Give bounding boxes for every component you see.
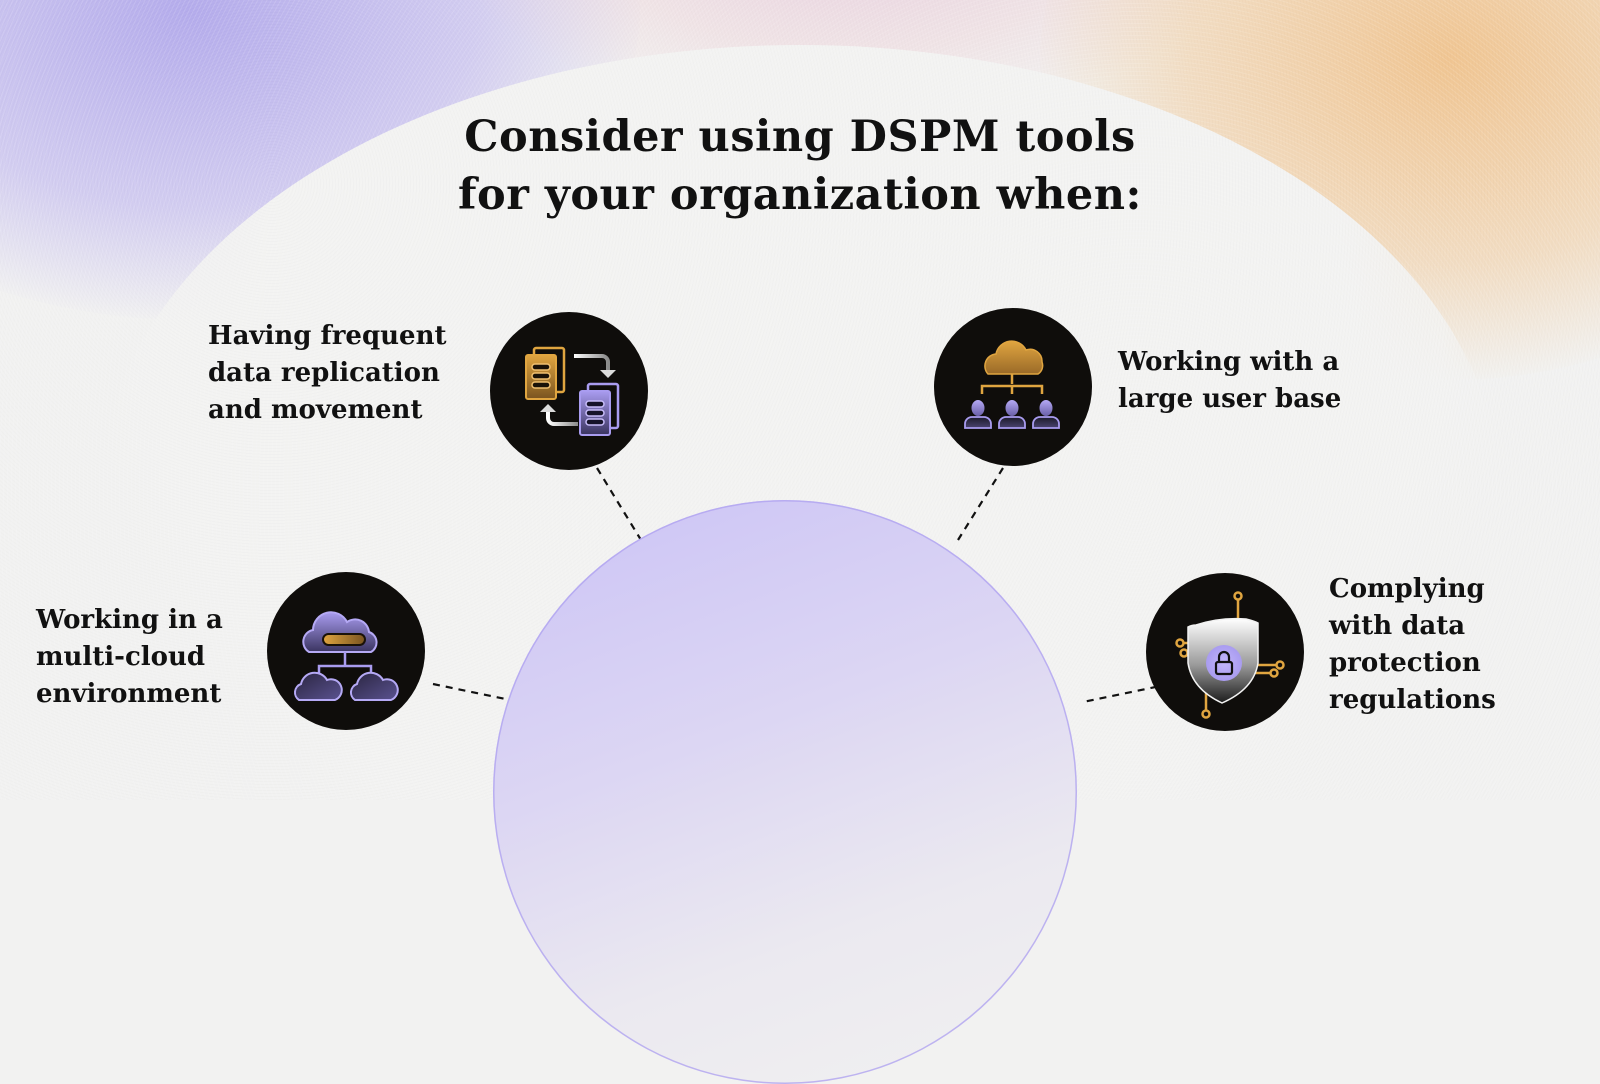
label-user-base: Working with a large user base: [1118, 344, 1341, 418]
label-line: multi-cloud: [36, 642, 206, 672]
title-line-2: for your organization when:: [458, 170, 1142, 220]
data-replication-icon: [525, 346, 620, 436]
connector-user-base: [957, 467, 1004, 541]
label-line: data replication: [208, 358, 440, 388]
label-line: Complying: [1329, 574, 1485, 604]
page-title: Consider using DSPM tools for your organ…: [0, 108, 1600, 224]
connector-multi-cloud: [432, 682, 521, 704]
node-replication: [490, 312, 648, 470]
central-hub-circle: [493, 500, 1077, 1084]
label-line: large user base: [1118, 384, 1342, 414]
label-line: with data: [1329, 611, 1466, 641]
title-line-1: Consider using DSPM tools: [464, 112, 1136, 162]
label-line: Working with a: [1118, 347, 1340, 377]
shield-lock-icon: [1175, 591, 1285, 719]
connector-replication: [596, 467, 642, 541]
label-line: Having frequent: [208, 321, 447, 351]
node-compliance: [1146, 573, 1304, 731]
cloud-users-icon: [964, 340, 1060, 429]
label-line: regulations: [1329, 685, 1496, 715]
label-compliance: Complying with data protection regulatio…: [1329, 571, 1496, 719]
label-line: environment: [36, 679, 222, 709]
label-line: protection: [1329, 648, 1481, 678]
multi-cloud-icon: [294, 611, 399, 701]
node-user-base: [934, 308, 1092, 466]
label-replication: Having frequent data replication and mov…: [208, 318, 447, 429]
label-line: and movement: [208, 395, 423, 425]
label-line: Working in a: [36, 605, 223, 635]
label-multi-cloud: Working in a multi-cloud environment: [36, 602, 223, 713]
node-multi-cloud: [267, 572, 425, 730]
